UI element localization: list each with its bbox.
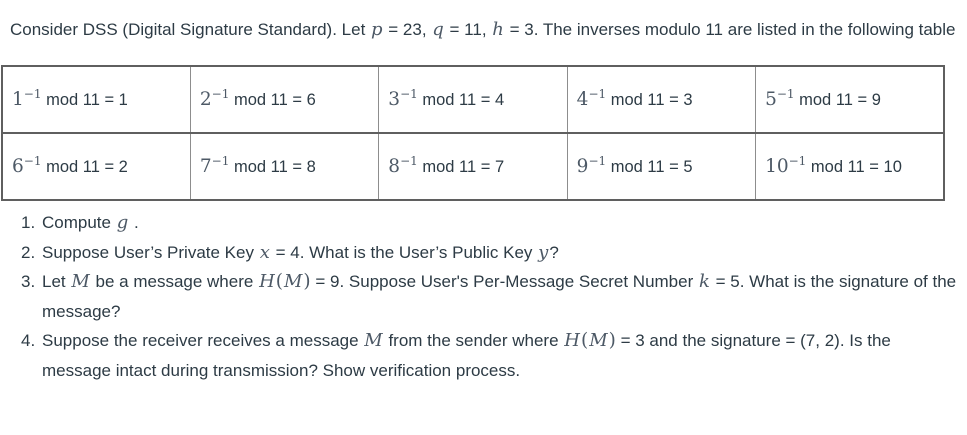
text-segment: be a message where bbox=[90, 272, 259, 291]
superscript-segment: −1 bbox=[211, 154, 230, 168]
question-text: Compute g . bbox=[42, 208, 967, 238]
text-segment: Let bbox=[42, 272, 71, 291]
math-segment: H bbox=[259, 271, 275, 292]
text-segment: = 5. What is the signature of the messag… bbox=[42, 272, 957, 321]
text-segment: mod 11 = 9 bbox=[794, 91, 881, 109]
text-segment: mod 11 = 6 bbox=[229, 91, 316, 109]
table-cell: 9−1 mod 11 = 5 bbox=[566, 132, 757, 201]
superscript-segment: −1 bbox=[776, 87, 795, 101]
text-segment: mod 11 = 2 bbox=[41, 158, 128, 176]
table-cell: 4−1 mod 11 = 3 bbox=[566, 65, 757, 134]
table-cell: 10−1 mod 11 = 10 bbox=[755, 132, 945, 201]
text-segment: = 11, bbox=[444, 20, 492, 39]
text-segment: Suppose the receiver receives a message bbox=[42, 331, 364, 350]
math-segment: 2 bbox=[199, 89, 212, 110]
question-item: 2. Suppose User’s Private Key x = 4. What… bbox=[21, 238, 967, 268]
math-segment: 7 bbox=[199, 156, 212, 177]
question-text: Suppose the receiver receives a message … bbox=[42, 326, 967, 385]
question-item: 1. Compute g . bbox=[21, 208, 967, 238]
math-segment: 5 bbox=[765, 89, 777, 110]
text-segment: mod 11 = 7 bbox=[417, 158, 505, 176]
superscript-segment: −1 bbox=[788, 154, 807, 168]
superscript-segment: −1 bbox=[588, 87, 607, 101]
table-cell: 8−1 mod 11 = 7 bbox=[378, 132, 568, 201]
math-segment: 10 bbox=[765, 156, 789, 177]
math-segment: p bbox=[371, 19, 383, 40]
math-segment: 4 bbox=[576, 89, 589, 110]
math-segment: M bbox=[71, 271, 90, 292]
math-segment: q bbox=[432, 19, 444, 40]
superscript-segment: −1 bbox=[400, 154, 418, 168]
question-item: 4. Suppose the receiver receives a messag… bbox=[21, 326, 967, 385]
math-segment: g bbox=[116, 212, 129, 233]
question-number: 1. bbox=[21, 213, 36, 232]
question-number: 2. bbox=[21, 242, 36, 262]
text-segment: Suppose User’s Private Key bbox=[42, 242, 259, 262]
math-segment: k bbox=[698, 271, 710, 292]
math-segment: x bbox=[259, 241, 270, 263]
table-cell: 1−1 mod 11 = 1 bbox=[1, 65, 191, 134]
math-segment: M bbox=[283, 271, 303, 292]
math-segment: ) bbox=[608, 330, 616, 351]
superscript-segment: −1 bbox=[23, 87, 42, 101]
superscript-segment: −1 bbox=[23, 154, 42, 168]
text-segment: mod 11 = 8 bbox=[229, 158, 316, 176]
text-segment: mod 11 = 3 bbox=[606, 91, 693, 109]
math-segment: 9 bbox=[576, 156, 589, 177]
text-segment: mod 11 = 4 bbox=[417, 91, 505, 109]
math-segment: h bbox=[492, 19, 504, 40]
text-segment: Consider DSS (Digital Signature Standard… bbox=[10, 20, 371, 39]
superscript-segment: −1 bbox=[211, 87, 230, 101]
text-segment: . bbox=[129, 213, 139, 232]
question-document: Consider DSS (Digital Signature Standard… bbox=[0, 14, 967, 385]
question-text: Suppose User’s Private Key x = 4. What i… bbox=[42, 238, 967, 268]
question-text: Let M be a message where H(M) = 9. Suppo… bbox=[42, 267, 967, 326]
text-segment: Compute bbox=[42, 213, 116, 232]
text-segment: ? bbox=[549, 242, 559, 262]
math-segment: y bbox=[538, 241, 549, 263]
text-segment: = 3 and the signature = (7, 2). Is the m… bbox=[42, 331, 891, 380]
text-segment: = 4. What is the User’s Public Key bbox=[270, 242, 538, 262]
math-segment: M bbox=[589, 330, 608, 351]
text-segment: from the sender where bbox=[383, 331, 564, 350]
question-item: 3.Let M be a message where H(M) = 9. Sup… bbox=[21, 267, 967, 326]
intro-paragraph: Consider DSS (Digital Signature Standard… bbox=[10, 14, 959, 45]
questions-list: 1. Compute g . 2. Suppose User’s Private Ke… bbox=[0, 208, 967, 385]
table-cell: 3−1 mod 11 = 4 bbox=[378, 65, 568, 134]
math-segment: 3 bbox=[388, 89, 401, 110]
text-segment: = 23, bbox=[383, 20, 432, 39]
math-segment: 1 bbox=[12, 89, 24, 110]
math-segment: M bbox=[364, 330, 383, 351]
math-segment: ( bbox=[275, 271, 283, 292]
question-number: 3. bbox=[21, 272, 36, 291]
question-number: 4. bbox=[21, 331, 36, 350]
text-segment: = 9. Suppose User's Per-Message Secret N… bbox=[310, 272, 698, 291]
text-segment: = 3. The inverses modulo 11 are listed i… bbox=[504, 20, 956, 39]
math-segment: 8 bbox=[388, 156, 401, 177]
math-segment: ) bbox=[303, 271, 311, 292]
superscript-segment: −1 bbox=[588, 154, 607, 168]
text-segment: mod 11 = 10 bbox=[806, 158, 902, 176]
table-cell: 5−1 mod 11 = 9 bbox=[755, 65, 945, 134]
table-cell: 2−1 mod 11 = 6 bbox=[189, 65, 380, 134]
text-segment: mod 11 = 5 bbox=[606, 158, 693, 176]
text-segment: mod 11 = 1 bbox=[41, 91, 128, 109]
superscript-segment: −1 bbox=[400, 87, 418, 101]
math-segment: ( bbox=[580, 330, 589, 351]
math-segment: 6 bbox=[12, 156, 24, 177]
math-segment: H bbox=[564, 330, 580, 351]
table-cell: 7−1 mod 11 = 8 bbox=[189, 132, 380, 201]
table-cell: 6−1 mod 11 = 2 bbox=[1, 132, 191, 201]
